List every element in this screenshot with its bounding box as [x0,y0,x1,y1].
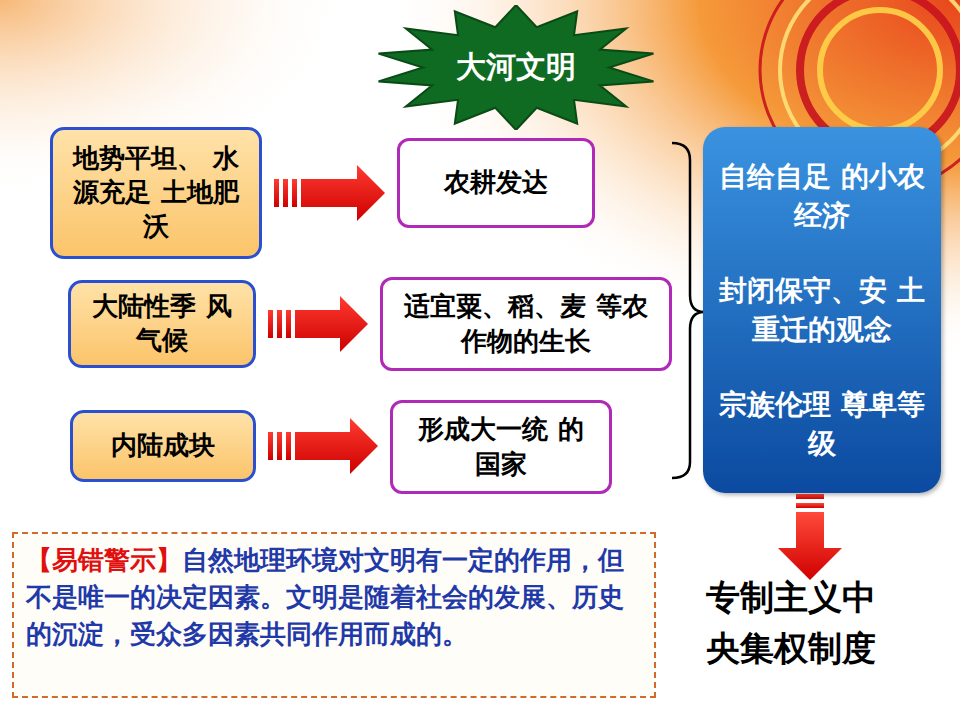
box-text: 封闭保守、安 土重迁的观念 [717,271,927,349]
title-text: 大河文明 [456,47,576,88]
summary-box: 自给自足 的小农经济封闭保守、安 土重迁的观念宗族伦理 尊卑等级 [703,127,941,493]
warning-note: 【易错警示】自然地理环境对文明有一定的作用，但不是唯一的决定因素。文明是随着社会… [12,532,656,698]
down-arrow [778,494,842,580]
brace [672,143,704,478]
box-text: 农耕发达 [444,165,548,200]
block-arrow [274,165,385,221]
condition-box: 地势平坦、 水源充足 土地肥沃 [50,127,262,259]
result-box: 农耕发达 [397,138,595,228]
result-box: 形成大一统 的国家 [390,400,612,494]
box-text: 地势平坦、 水源充足 土地肥沃 [67,142,245,243]
result-box: 适宜粟、稻、麦 等农作物的生长 [380,277,672,371]
box-text: 内陆成块 [111,429,215,463]
box-text: 自给自足 的小农经济 [717,157,927,235]
warning-heading: 【易错警示】 [26,545,182,575]
title-starburst: 大河文明 [375,5,657,130]
box-text: 适宜粟、稻、麦 等农作物的生长 [397,289,655,359]
condition-box: 内陆成块 [70,410,256,482]
conclusion-label: 专制主义中央集权制度 [706,572,902,674]
block-arrow [268,296,368,352]
box-text: 宗族伦理 尊卑等级 [717,385,927,463]
box-text: 大陆性季 风气候 [85,290,239,358]
block-arrow [268,418,378,474]
condition-box: 大陆性季 风气候 [68,280,256,368]
box-text: 形成大一统 的国家 [407,412,595,482]
